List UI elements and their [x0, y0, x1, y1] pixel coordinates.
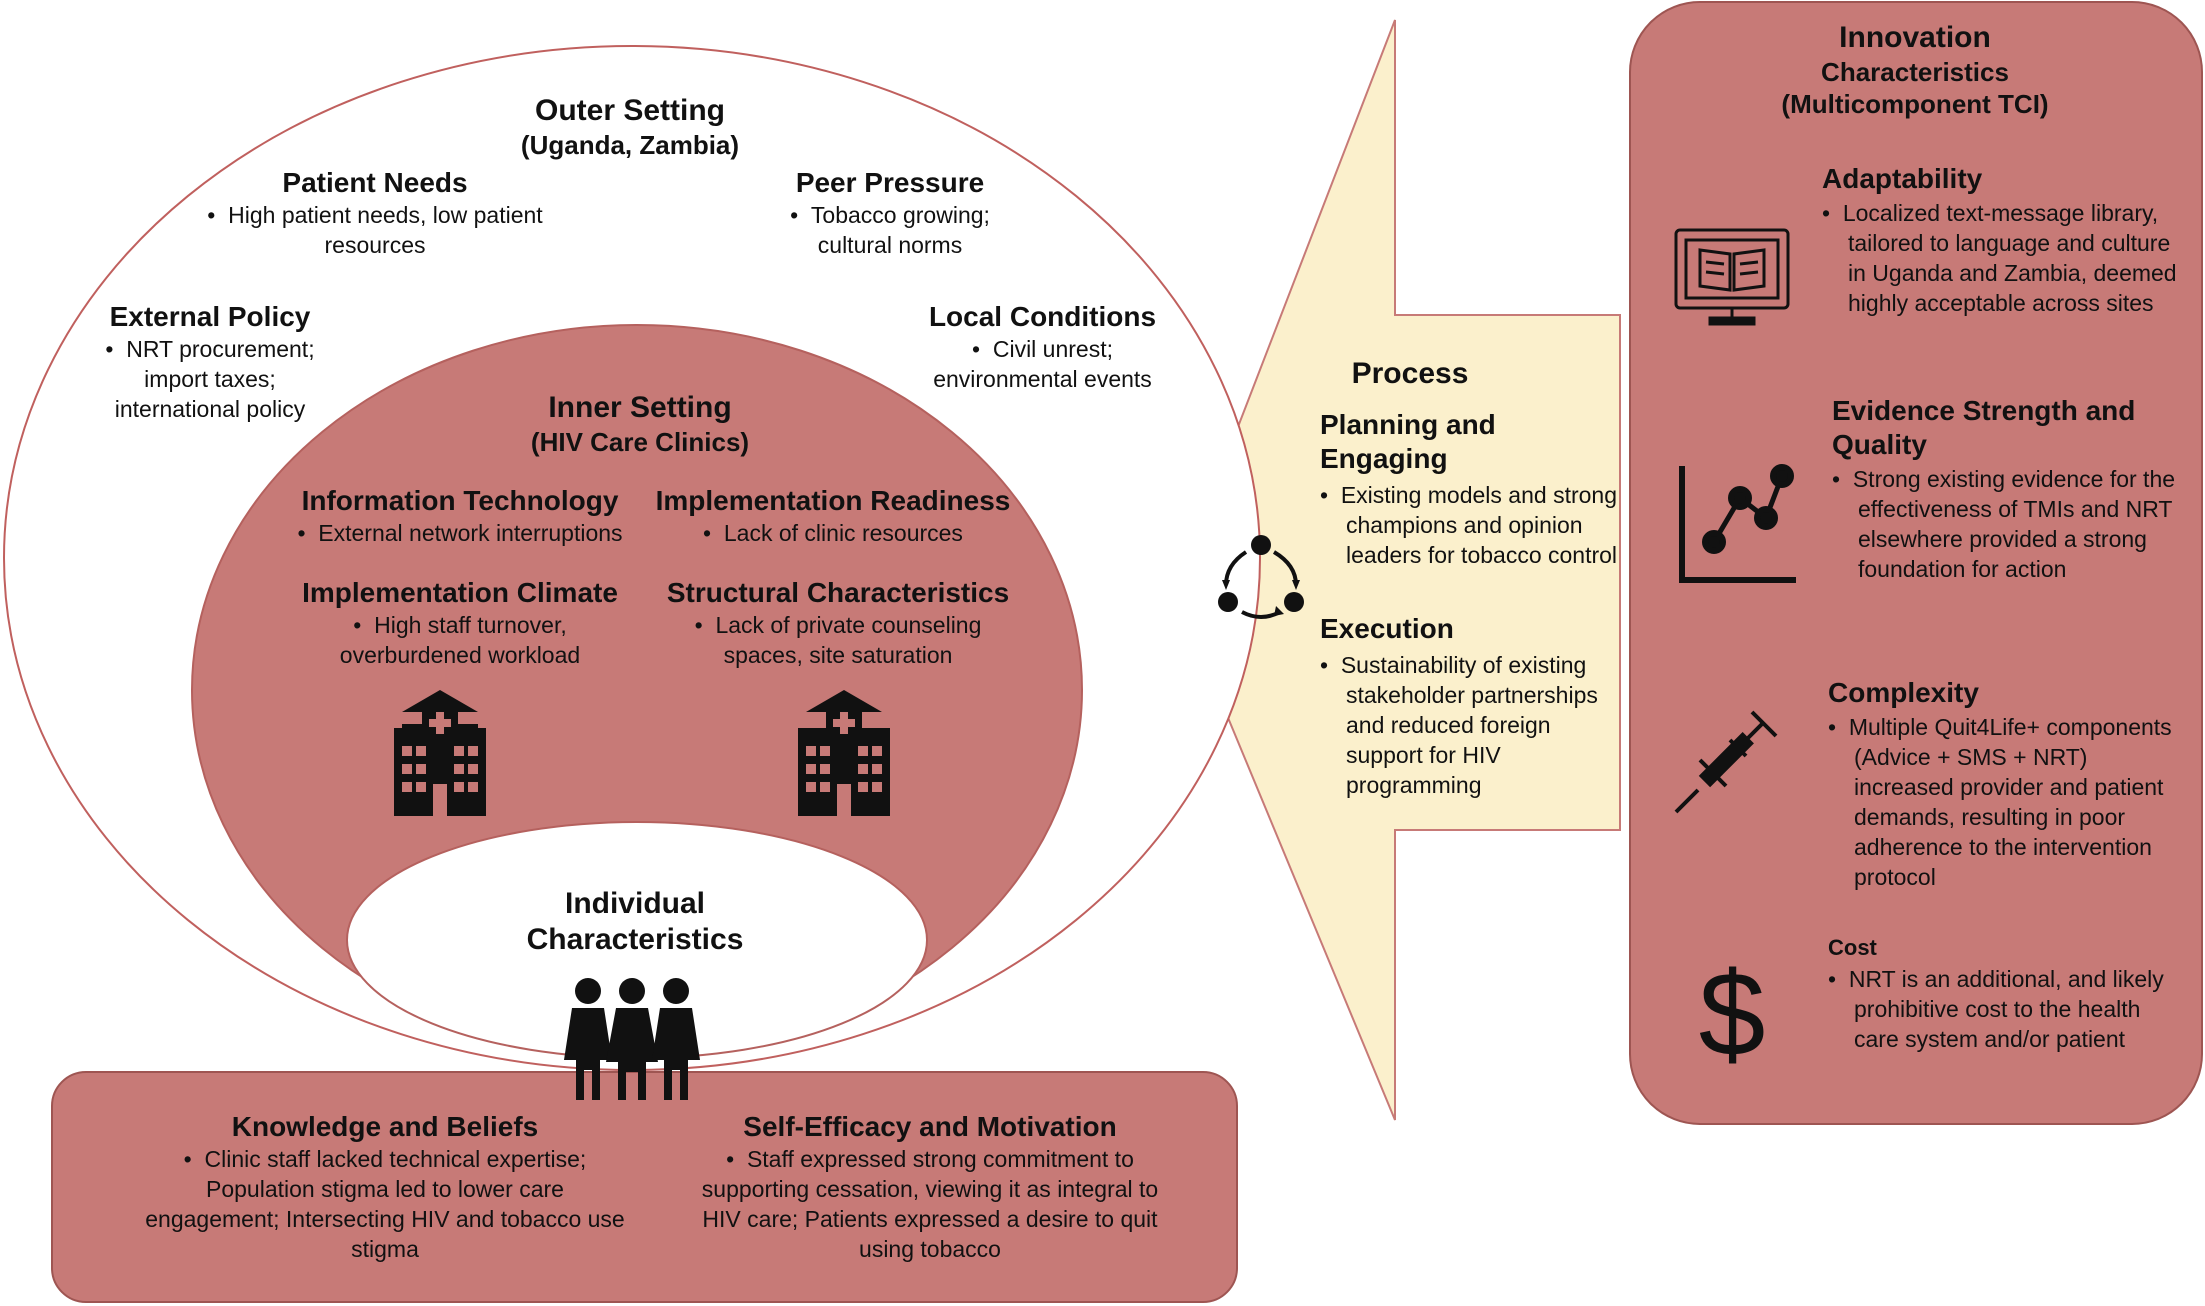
patient-needs-heading: Patient Needs — [282, 167, 468, 198]
people-icon — [564, 978, 700, 1100]
cost-text: NRT is an additional, and likely prohibi… — [1828, 964, 2173, 1054]
complexity-block: Complexity Multiple Quit4Life+ component… — [1828, 676, 2178, 892]
adaptability-block: Adaptability Localized text-message libr… — [1822, 162, 2180, 318]
implementation-climate-heading: Implementation Climate — [302, 577, 618, 608]
execution-heading: Execution — [1320, 613, 1454, 644]
line-chart-icon — [1679, 464, 1796, 583]
complexity-text: Multiple Quit4Life+ components (Advice +… — [1828, 712, 2178, 892]
outer-setting-title-block: Outer Setting (Uganda, Zambia) — [470, 93, 790, 161]
innovation-title-block: Innovation Characteristics (Multicompone… — [1700, 20, 2130, 120]
information-technology-block: Information Technology External network … — [290, 484, 630, 548]
outer-setting-title: Outer Setting — [534, 94, 725, 127]
innovation-title: Innovation — [1839, 21, 1991, 54]
external-policy-heading: External Policy — [109, 301, 311, 332]
inner-setting-title-block: Inner Setting (HIV Care Clinics) — [480, 390, 800, 458]
knowledge-text: Clinic staff lacked technical expertise;… — [140, 1144, 630, 1264]
implementation-climate-text: High staff turnover, overburdened worklo… — [310, 610, 610, 670]
structural-characteristics-heading: Structural Characteristics — [666, 577, 1010, 608]
inner-setting-subtitle: (HIV Care Clinics) — [530, 427, 750, 457]
patient-needs-block: Patient Needs High patient needs, low pa… — [205, 166, 545, 260]
execution-text: Sustainability of existing stakeholder p… — [1320, 650, 1620, 800]
patient-needs-text: High patient needs, low patient resource… — [205, 200, 545, 260]
knowledge-heading: Knowledge and Beliefs — [231, 1111, 539, 1142]
process-title-block: Process — [1320, 356, 1500, 392]
self-efficacy-block: Self-Efficacy and Motivation Staff expre… — [680, 1110, 1180, 1264]
structural-characteristics-block: Structural Characteristics Lack of priva… — [658, 576, 1018, 670]
individual-title-block: Individual Characteristics — [490, 886, 780, 958]
external-policy-block: External Policy NRT procurement; import … — [95, 300, 325, 424]
information-technology-heading: Information Technology — [301, 485, 619, 516]
inner-setting-title: Inner Setting — [548, 391, 732, 424]
complexity-heading: Complexity — [1828, 677, 1979, 708]
structural-characteristics-text: Lack of private counseling spaces, site … — [678, 610, 998, 670]
planning-block: Planning and Engaging Existing models an… — [1320, 408, 1620, 570]
evidence-text: Strong existing evidence for the effecti… — [1832, 464, 2182, 584]
self-efficacy-heading: Self-Efficacy and Motivation — [743, 1111, 1117, 1142]
cost-block: Cost NRT is an additional, and likely pr… — [1828, 934, 2173, 1054]
implementation-readiness-heading: Implementation Readiness — [655, 485, 1011, 516]
dollar-icon: $ — [1699, 947, 1766, 1081]
adaptability-heading: Adaptability — [1822, 163, 1983, 194]
peer-pressure-heading: Peer Pressure — [795, 167, 985, 198]
planning-heading: Planning and Engaging — [1320, 409, 1496, 474]
peer-pressure-block: Peer Pressure Tobacco growing; cultural … — [770, 166, 1010, 260]
implementation-climate-block: Implementation Climate High staff turnov… — [290, 576, 630, 670]
process-title: Process — [1351, 357, 1469, 390]
evidence-heading: Evidence Strength and Quality — [1832, 395, 2136, 460]
adaptability-text: Localized text-message library, tailored… — [1822, 198, 2180, 318]
cycle-icon — [1218, 535, 1304, 619]
innovation-subtitle: Characteristics — [1821, 57, 2009, 87]
peer-pressure-text: Tobacco growing; cultural norms — [770, 200, 1010, 260]
implementation-readiness-text: Lack of clinic resources — [648, 518, 1018, 548]
local-conditions-block: Local Conditions Civil unrest; environme… — [920, 300, 1165, 394]
hospital-icon — [394, 690, 486, 816]
outer-setting-subtitle: (Uganda, Zambia) — [520, 130, 740, 160]
evidence-block: Evidence Strength and Quality Strong exi… — [1832, 394, 2182, 584]
hospital-icon — [798, 690, 890, 816]
local-conditions-text: Civil unrest; environmental events — [920, 334, 1165, 394]
innovation-subtitle2: (Multicomponent TCI) — [1781, 89, 2049, 119]
execution-block: Execution Sustainability of existing sta… — [1320, 612, 1620, 800]
local-conditions-heading: Local Conditions — [928, 301, 1157, 332]
individual-title: Individual Characteristics — [526, 887, 744, 956]
planning-text: Existing models and strong champions and… — [1320, 480, 1620, 570]
syringe-icon — [1674, 710, 1778, 814]
knowledge-block: Knowledge and Beliefs Clinic staff lacke… — [140, 1110, 630, 1264]
monitor-book-icon — [1674, 228, 1790, 326]
implementation-readiness-block: Implementation Readiness Lack of clinic … — [648, 484, 1018, 548]
external-policy-text: NRT procurement; import taxes; internati… — [95, 334, 325, 424]
self-efficacy-text: Staff expressed strong commitment to sup… — [680, 1144, 1180, 1264]
cost-heading: Cost — [1828, 935, 1877, 960]
information-technology-text: External network interruptions — [290, 518, 630, 548]
